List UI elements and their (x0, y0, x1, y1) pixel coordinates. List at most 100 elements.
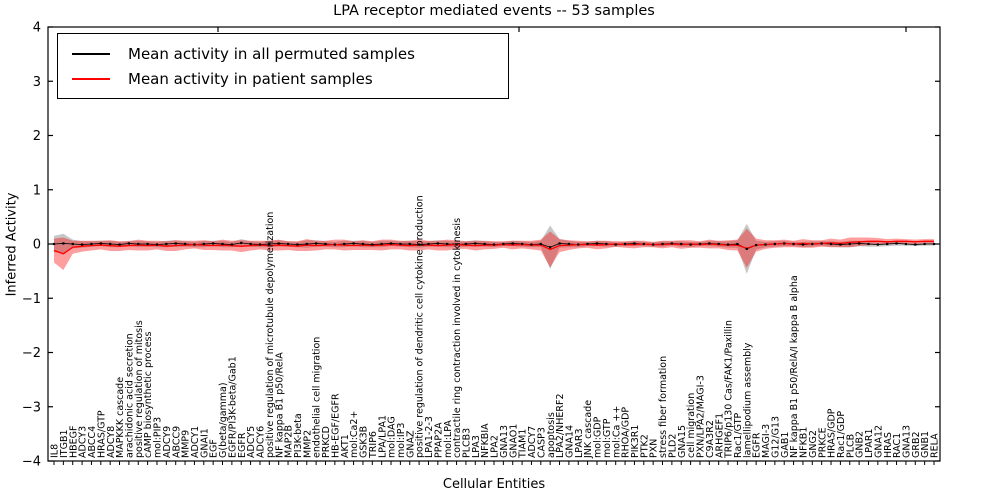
entity-tick-label: CASP3 (536, 427, 547, 458)
entity-tick-label: EGFR (237, 432, 248, 458)
entity-tick-label: LPAR3 (574, 428, 585, 458)
entity-tick-label: PXN (649, 439, 660, 458)
entity-tick-label: stress fiber formation (658, 356, 669, 458)
entity-tick-label: Rac1/GTP (733, 412, 744, 458)
entity-tick-label: GNB1 (920, 431, 931, 458)
entity-tick-label: GNA13 (902, 425, 913, 458)
entity-tick-label: GNA12 (873, 425, 884, 458)
entity-tick-label: TRIP6 (368, 431, 379, 459)
entity-tick-label: PLD2 (667, 434, 678, 458)
entity-tick-label: mol:LPA (443, 420, 454, 458)
entity-tick-label: NFKBIA (480, 423, 491, 458)
entity-tick-label: GNAO1 (508, 424, 519, 458)
entity-tick-label: PLCB3 (462, 428, 473, 458)
entity-tick-label: EGFR (752, 432, 763, 458)
entity-tick-label: ADCY8 (106, 426, 117, 458)
entity-tick-label: lamellipodium assembly (742, 342, 753, 458)
entity-tick-label: GNA13 (499, 425, 510, 458)
entity-tick-label: EGF (209, 439, 220, 458)
entity-tick-label: HRAS (883, 432, 894, 458)
entity-tick-label: ARHGEF1 (714, 413, 725, 458)
entity-tick-label: GSK3B (359, 426, 370, 458)
entity-tick-label: PXN/LPA2/MAGI-3 (696, 375, 707, 458)
entity-tick-label: arachidonic acid secretion (124, 333, 135, 458)
entity-tick-label: GNAI1 (199, 428, 210, 458)
entity-tick-label: cAMP biosynthetic process (143, 332, 154, 458)
entity-tick-label: MMP2 (302, 430, 313, 458)
svg-text:−4: −4 (22, 455, 41, 470)
entity-tick-label: PRKCE (817, 427, 828, 458)
entity-tick-label: PLCB (845, 434, 856, 458)
entity-tick-label: ADCY9 (162, 426, 173, 458)
entity-tick-label: HRAS/GTP (96, 410, 107, 458)
entity-tick-label: ADCY7 (527, 426, 538, 458)
entity-tick-label: GNA14 (564, 425, 575, 458)
entity-tick-label: mol:Ca ++ (611, 406, 622, 458)
entity-tick-label: positive regulation of dendritic cell cy… (415, 195, 426, 458)
svg-text:1: 1 (33, 183, 41, 198)
entity-tick-label: cell migration (686, 393, 697, 458)
svg-text:−3: −3 (22, 400, 41, 415)
entity-tick-label: MMP9 (181, 430, 192, 458)
entity-tick-label: HBEGF (68, 426, 79, 459)
entity-tick-label: ADCY5 (246, 426, 257, 458)
entity-tick-label: LPA2 (490, 435, 501, 458)
entity-tick-label: apoptosis (546, 412, 557, 458)
entity-tick-label: Rac1/GDP (836, 411, 847, 458)
entity-tick-label: MAP2B (284, 425, 295, 458)
entity-tick-label: contractile ring contraction involved in… (452, 218, 463, 458)
entity-tick-label: RELA (930, 433, 941, 458)
entity-tick-label: PIK3R1 (630, 425, 641, 458)
entity-tick-label: ITGB1 (59, 429, 70, 458)
entity-tick-label: GNG2 (808, 430, 819, 458)
x-axis-label: Cellular Entities (442, 477, 546, 492)
entity-tick-label: GAB1 (780, 432, 791, 458)
entity-tick-label: NF kappa B1 p50/RelA/I kappa B alpha (789, 275, 800, 458)
entity-tick-label: IL8 (50, 444, 61, 458)
legend: Mean activity in all permuted samples Me… (57, 33, 509, 99)
entity-tick-label: endothelial cell migration (312, 337, 323, 458)
entity-tick-label: ABCC9 (171, 426, 182, 458)
entity-tick-label: EGFR/PI3K-beta/Gab1 (227, 356, 238, 458)
entity-tick-label: ADCY6 (256, 426, 267, 458)
svg-text:2: 2 (33, 129, 41, 144)
entity-tick-label: AKT1 (340, 434, 351, 458)
entity-tick-label: PRKCD (321, 426, 332, 458)
entity-tick-label: HRAS/GDP (827, 408, 838, 458)
entity-tick-label: RAC1 (892, 433, 903, 458)
entity-tick-label: G12/G13 (770, 416, 781, 458)
legend-label-patient: Mean activity in patient samples (128, 69, 373, 88)
entity-tick-label: mol:DAG (387, 416, 398, 458)
entity-tick-label: NFKB1 (799, 427, 810, 458)
entity-tick-label: JNK cascade (583, 400, 594, 459)
entity-tick-label: C9A3R2 (705, 420, 716, 458)
entity-tick-label: mol:GDP (593, 416, 604, 458)
entity-tick-label: PTK2 (639, 434, 650, 458)
entity-tick-label: LPA3 (471, 435, 482, 458)
svg-text:−1: −1 (22, 292, 41, 307)
entity-tick-label: LPA2/NHERF2 (555, 393, 566, 458)
svg-text:0: 0 (33, 238, 41, 253)
svg-text:4: 4 (33, 21, 41, 36)
entity-tick-label: ADCY1 (190, 426, 201, 458)
entity-tick-label: ABCC4 (87, 426, 98, 458)
entity-tick-label: ADCY3 (78, 426, 89, 458)
legend-item-permuted: Mean activity in all permuted samples (72, 41, 508, 66)
svg-text:−2: −2 (22, 346, 41, 361)
svg-text:3: 3 (33, 75, 41, 90)
entity-tick-label: mol:PIP3 (153, 417, 164, 458)
entity-tick-label: PPAP2A (433, 422, 444, 458)
entity-tick-label: TIAM1 (518, 429, 529, 459)
entity-tick-label: LPAR1 (864, 428, 875, 458)
patient-line-swatch (72, 77, 110, 80)
entity-tick-label: LPA/LPA1 (377, 415, 388, 458)
entity-tick-label: mol:IP3 (396, 423, 407, 458)
entity-tick-label: MAPKKK cascade (115, 377, 126, 458)
entity-tick-label: LPA1-2-3 (424, 416, 435, 458)
entity-tick-label: HB-EGF/EGFR (330, 393, 341, 458)
entity-tick-label: positive regulation of mitosis (134, 320, 145, 458)
entity-tick-label: NF kappa B1 p50/RelA (274, 352, 285, 458)
entity-tick-label: GNAZ (405, 430, 416, 458)
permuted-line-swatch (72, 52, 110, 55)
